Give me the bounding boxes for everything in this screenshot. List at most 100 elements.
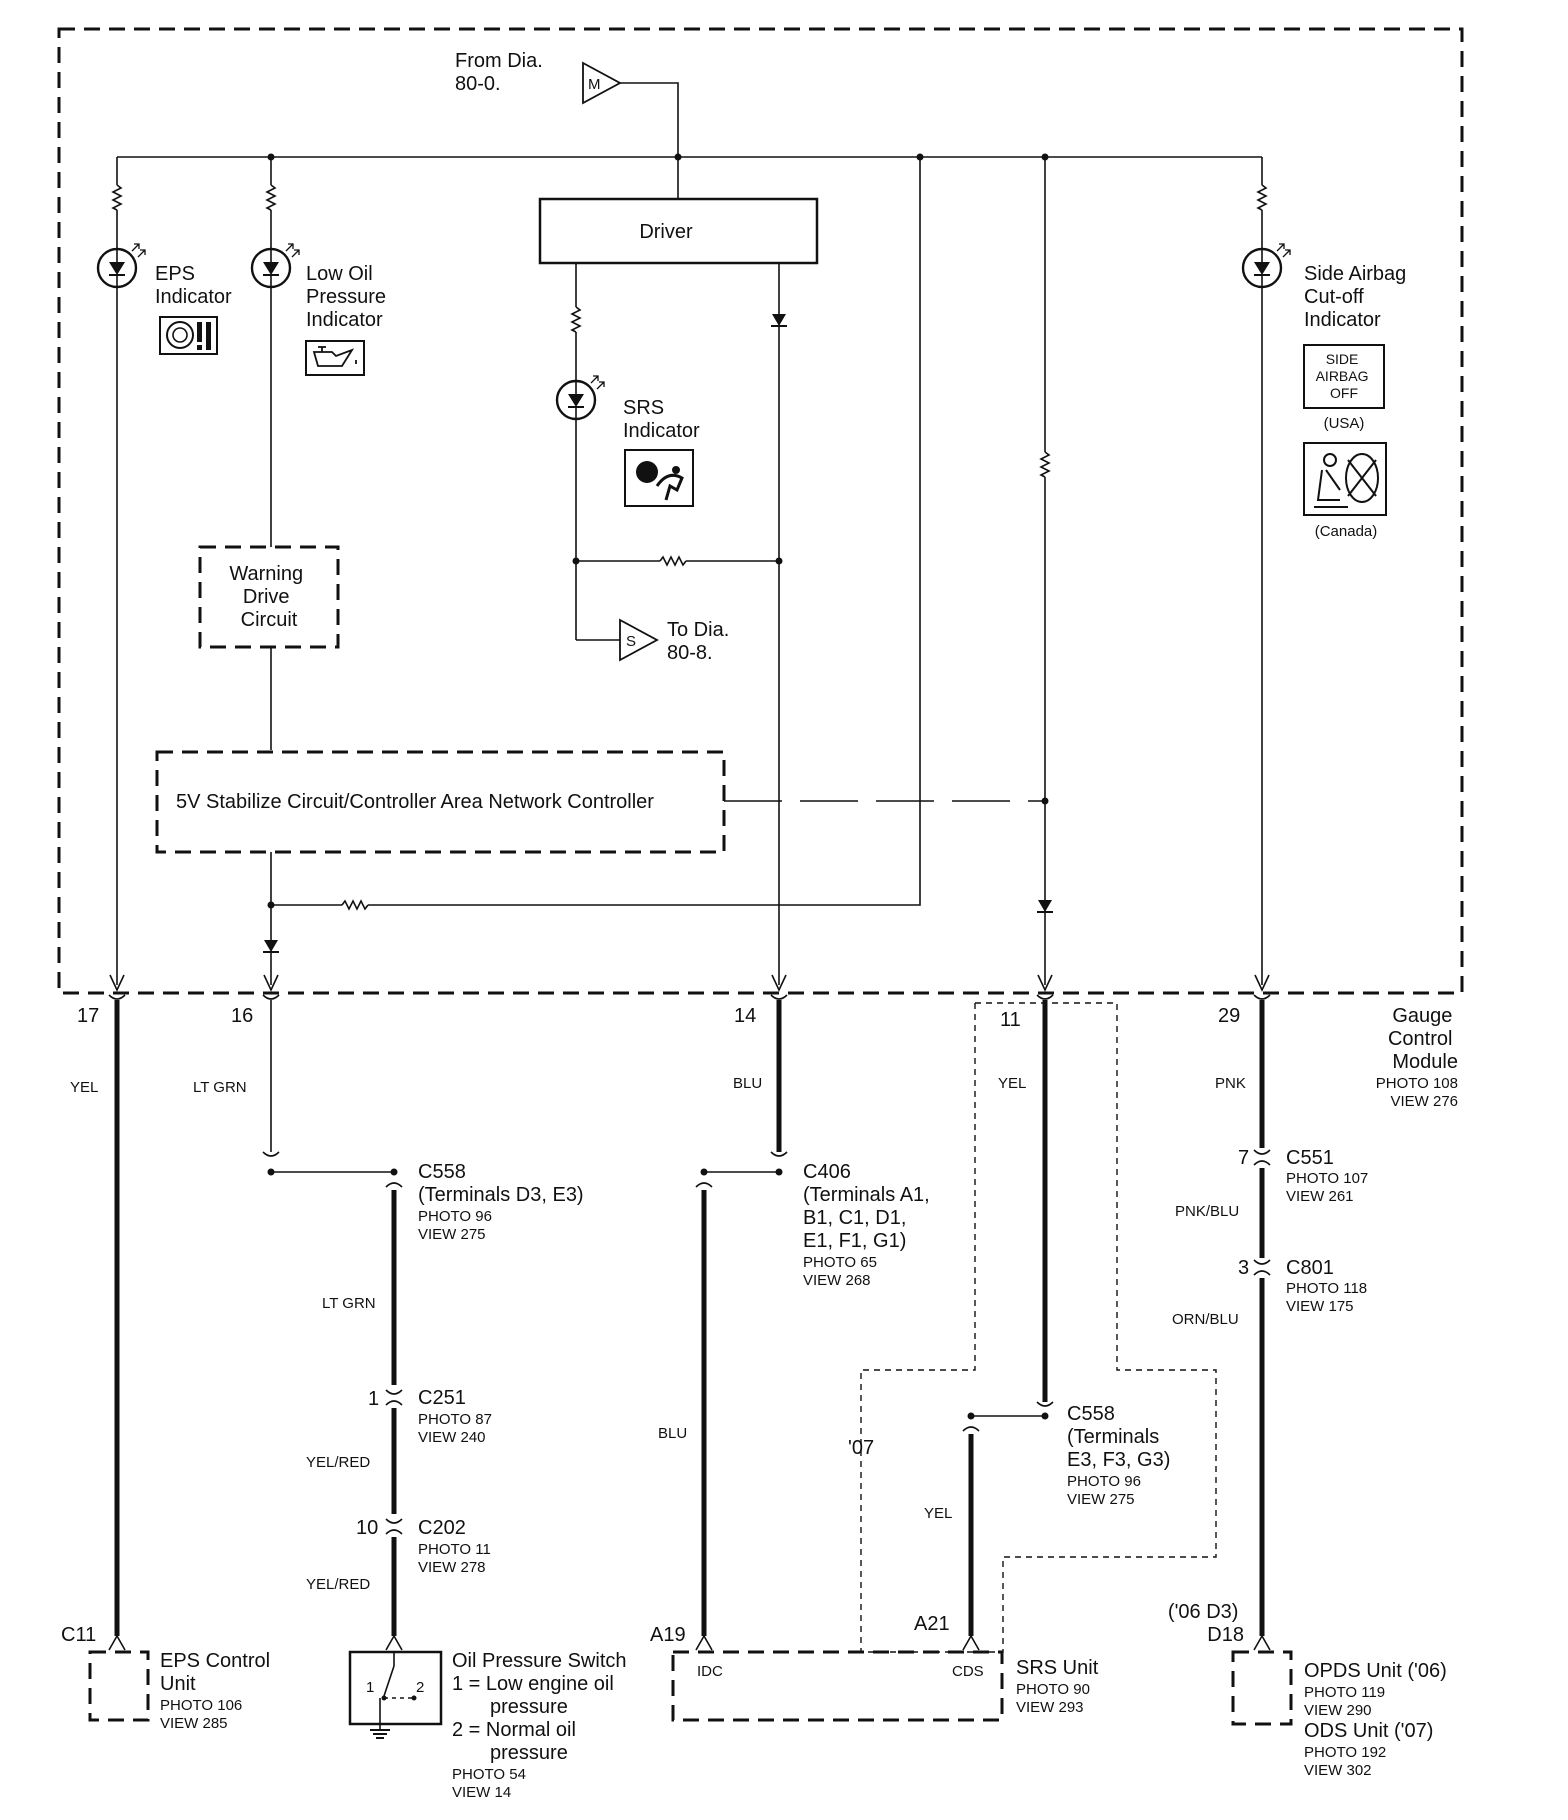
pin-14: 14 [734, 1005, 756, 1027]
c406-photo: PHOTO 65 [803, 1254, 877, 1271]
pin11-arrow [1037, 974, 1053, 992]
eps-resistor [111, 184, 123, 211]
srs-cds-label: CDS [952, 1663, 984, 1680]
wire-pnkblu-color: PNK/BLU [1175, 1203, 1239, 1220]
side-airbag-off-text: SIDE AIRBAG OFF [1316, 351, 1373, 401]
c558b-terminals: E3, F3, G3) [1067, 1449, 1170, 1471]
c551-connector [1253, 1149, 1271, 1166]
oil-switch-desc: 1 = Low engine oil [452, 1673, 614, 1695]
side-usa-line: OFF [1330, 385, 1358, 401]
c202-name: C202 [418, 1517, 466, 1539]
c551-photo: PHOTO 107 [1286, 1170, 1368, 1187]
wire-yelred1-color: YEL/RED [306, 1454, 370, 1471]
oil-led-icon [250, 242, 301, 289]
oil-switch-desc: pressure [490, 1696, 568, 1718]
driver-label: Driver [639, 221, 693, 243]
pin-29: 29 [1218, 1005, 1240, 1027]
warning-drive-label: Warning Drive Circuit [229, 563, 308, 631]
srs-bridge-resistor [659, 555, 687, 567]
c251-name: C251 [418, 1387, 466, 1409]
wire-ornblu-color: ORN/BLU [1172, 1311, 1239, 1328]
c558a-label: C558 (Terminals D3, E3) PHOTO 96 VIEW 27… [418, 1161, 588, 1243]
side-indicator-line: Indicator [1304, 309, 1381, 331]
eps-control-unit-box [88, 1650, 150, 1722]
bus-drop-wire [368, 157, 921, 906]
pin17-socket [108, 994, 126, 1000]
to-ref-label: To Dia. 80-8. [667, 619, 735, 664]
c406-dot [775, 1168, 783, 1176]
oil-resistor [265, 184, 277, 211]
wire-17-color: YEL [70, 1079, 98, 1096]
warning-drive-circuit-block [198, 545, 340, 649]
eps-unit-pin: C11 [61, 1624, 96, 1646]
c801-pin: 3 [1238, 1257, 1249, 1279]
opds-note-line: ('06 D3) [1168, 1601, 1239, 1623]
wire-11-color: YEL [998, 1075, 1026, 1092]
eps-warning-icon [159, 316, 218, 355]
oil-switch-contact [411, 1695, 417, 1701]
c558b-dot [967, 1412, 975, 1420]
srs-a21-pin-arrow [962, 1634, 980, 1651]
c251-photo: PHOTO 87 [418, 1411, 492, 1428]
driver-block [538, 197, 819, 265]
c202-connector [385, 1518, 403, 1535]
year-07-region [860, 1002, 1217, 1653]
eps-indicator-line: EPS [155, 263, 195, 285]
srs-pin-a21: A21 [914, 1613, 950, 1635]
c251-connector [385, 1389, 403, 1406]
bus-drop-resistor [341, 899, 369, 911]
c406-terminals: E1, F1, G1) [803, 1230, 906, 1252]
srs-unit-view: VIEW 293 [1016, 1699, 1084, 1716]
srs-indicator-label: SRS Indicator [623, 397, 700, 442]
oil-switch-desc: 2 = Normal oil [452, 1719, 576, 1741]
srs-unit-photo: PHOTO 90 [1016, 1681, 1090, 1698]
opds-unit-box [1231, 1650, 1293, 1726]
oil-indicator-line: Pressure [306, 286, 386, 308]
module-name-line: Gauge [1392, 1005, 1452, 1027]
wire-14-color: BLU [733, 1075, 762, 1092]
eps-led-icon [96, 242, 147, 289]
c406-terminals: B1, C1, D1, [803, 1207, 906, 1229]
opds-unit-name: OPDS Unit ('06) [1304, 1660, 1447, 1682]
eps-unit-name: EPS Control [160, 1650, 270, 1672]
eps-unit-name: Unit [160, 1673, 196, 1695]
c558a-name: C558 [418, 1161, 466, 1183]
side-indicator-line: Cut-off [1304, 286, 1364, 308]
side-indicator-line: Side Airbag [1304, 263, 1406, 285]
side-airbag-off-usa-icon [1303, 344, 1385, 409]
canada-label: (Canada) [1315, 523, 1378, 540]
oil-diode [264, 940, 278, 952]
warning-drive-line: Drive [243, 586, 290, 608]
wire-ltgrn2-color: LT GRN [322, 1295, 376, 1312]
ods-unit-name: ODS Unit ('07) [1304, 1720, 1433, 1742]
oil-pressure-switch-box [348, 1650, 443, 1726]
eps-indicator-line: Indicator [155, 286, 232, 308]
oil-switch-lever [383, 1665, 395, 1697]
oil-switch-label: Oil Pressure Switch 1 = Low engine oil p… [452, 1650, 631, 1801]
pin14-arrow [771, 974, 787, 992]
eps-unit-view: VIEW 285 [160, 1715, 228, 1732]
srs-indicator-line: SRS [623, 397, 664, 419]
oil-switch-terminal-1: 1 [366, 1679, 374, 1696]
ods-unit-view: VIEW 302 [1304, 1762, 1372, 1779]
oil-indicator-line: Indicator [306, 309, 383, 331]
pin14-socket [770, 994, 788, 1000]
opds-note-line: D18 [1207, 1624, 1244, 1646]
from-ref-label: From Dia. 80-0. [455, 50, 548, 95]
stabilize-can-block [155, 750, 726, 854]
c202-photo: PHOTO 11 [418, 1541, 491, 1558]
oil-switch-photo: PHOTO 54 [452, 1766, 526, 1783]
eps-unit-photo: PHOTO 106 [160, 1697, 242, 1714]
c202-pin: 10 [356, 1517, 378, 1539]
from-ref-line: 80-0. [455, 73, 501, 95]
srs-led-icon [555, 374, 606, 421]
c406-dot [700, 1168, 708, 1176]
srs-pin-a19: A19 [650, 1624, 686, 1646]
c406-socket [770, 1151, 788, 1157]
c558b-name: C558 [1067, 1403, 1115, 1425]
c551-view: VIEW 261 [1286, 1188, 1354, 1205]
oil-can-icon [305, 340, 365, 376]
c558b-photo: PHOTO 96 [1067, 1473, 1141, 1490]
from-ref-letter: M [588, 76, 601, 93]
eps-indicator-label: EPS Indicator [155, 263, 232, 308]
